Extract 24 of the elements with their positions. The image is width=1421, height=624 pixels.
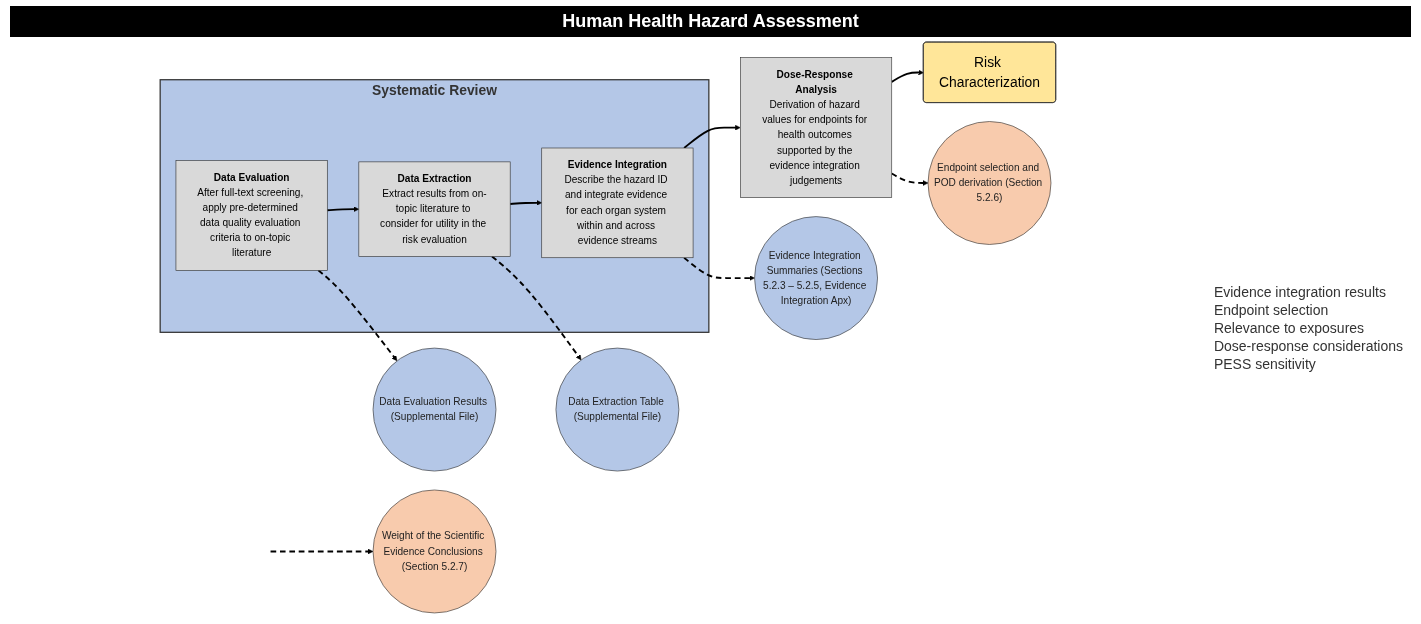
node-circle: Data Evaluation Results (Supplemental File) xyxy=(372,347,497,472)
bullet-note: Relevance to exposures xyxy=(1213,319,1366,336)
node-box: Evidence Integration Describe the hazard ID and integrate evidence for each organ system within and across evidence streams xyxy=(541,147,694,259)
arrow xyxy=(491,255,582,361)
node-box: Dose-Response Analysis Derivation of hazard values for endpoints for health outcomes supported by the evidence integration judgements xyxy=(740,57,893,198)
arrow xyxy=(269,548,374,555)
bullet-note: PESS sensitivity xyxy=(1213,355,1317,372)
bullet-note: Evidence integration results xyxy=(1213,283,1387,300)
node-circle: Data Extraction Table (Supplemental File) xyxy=(555,347,680,472)
bullet-note: Endpoint selection xyxy=(1213,301,1330,318)
node-box: Data Extraction Extract results from on-topic literature to consider for utility in the risk evaluation xyxy=(358,161,511,257)
arrow xyxy=(683,256,755,281)
arrow xyxy=(890,172,929,186)
node-circle: Weight of the Scientific Evidence Conclusions (Section 5.2.7) xyxy=(372,489,497,614)
title-banner: Human Health Hazard Assessment xyxy=(10,6,1411,37)
arrow xyxy=(509,200,542,206)
node-circle: Evidence Integration Summaries (Sections 5.2.3 – 5.2.5, Evidence Integration Apx) xyxy=(754,216,878,340)
arrow xyxy=(683,124,741,149)
node-box: Data Evaluation After full-text screening, apply pre-determined data quality evaluation criteria to on-topic literature xyxy=(175,160,328,271)
arrow xyxy=(890,69,924,83)
arrow xyxy=(317,269,398,362)
arrow xyxy=(326,206,360,212)
node-circle: Endpoint selection and POD derivation (Section 5.2.6) xyxy=(927,121,1052,245)
bullet-note: Dose-response considerations xyxy=(1213,337,1403,354)
